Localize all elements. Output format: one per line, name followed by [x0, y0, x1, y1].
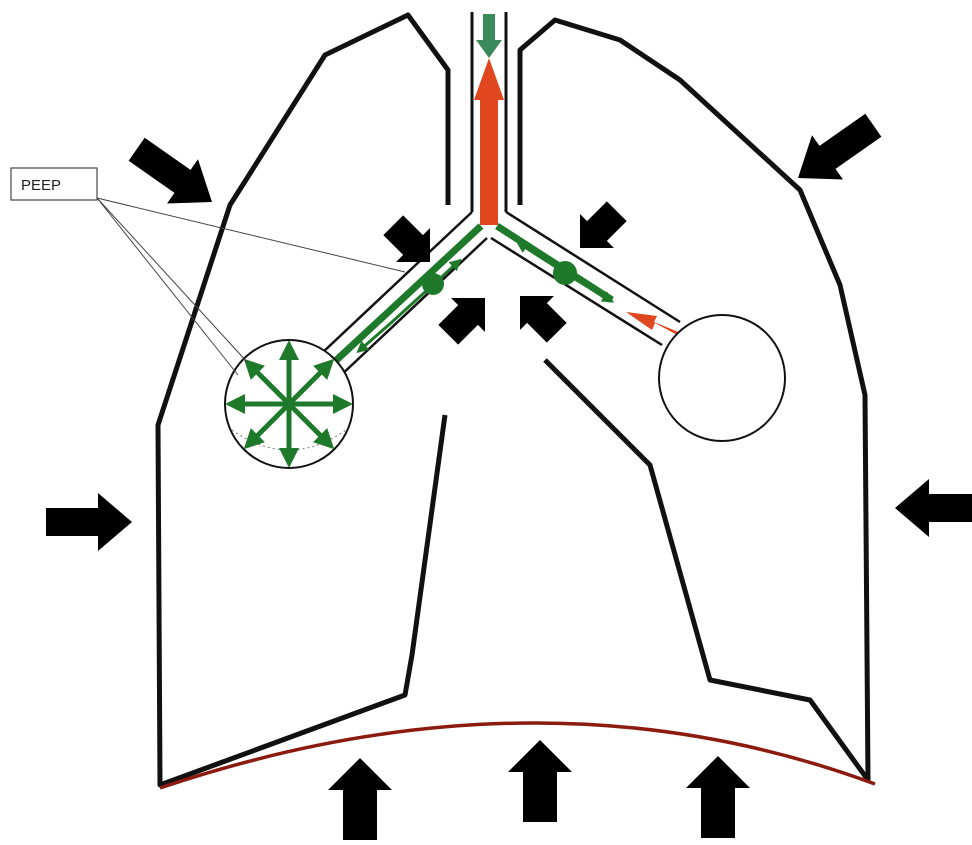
pressure-arrow-upper-left: [121, 127, 227, 224]
pressure-arrow-bottom-right: [686, 756, 750, 838]
airway-arrow-bottom-left: [431, 281, 502, 352]
peep-label: PEEP: [21, 177, 61, 194]
outflow-arrow-down: [476, 14, 502, 58]
airway-arrow-bottom-right: [503, 279, 574, 350]
pressure-arrow-mid-right: [895, 479, 972, 537]
trachea: [472, 12, 506, 225]
radial-arrows-icon: [233, 348, 345, 460]
diaphragm-line: [160, 723, 875, 788]
pressure-arrow-mid-left: [46, 493, 132, 551]
right-alveolus: [659, 315, 785, 441]
pressure-arrow-bottom-center: [508, 740, 572, 822]
inflow-arrow-up: [474, 58, 504, 225]
pressure-arrow-bottom-left: [328, 758, 392, 840]
airway-compression-arrows: [376, 194, 633, 351]
